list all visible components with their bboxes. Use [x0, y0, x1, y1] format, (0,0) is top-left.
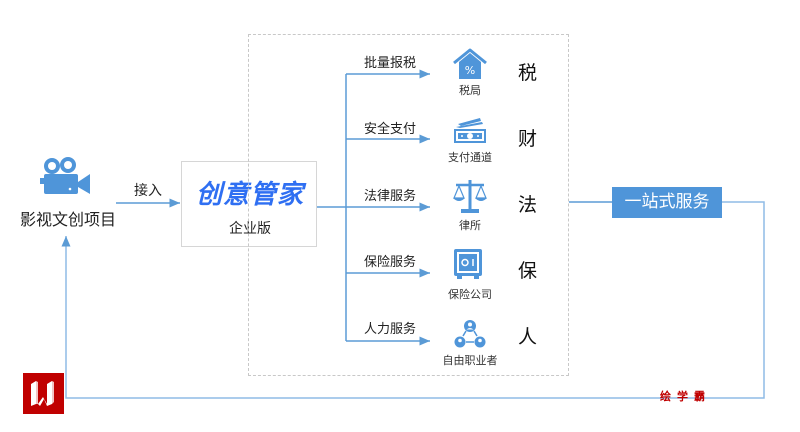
money-bill-icon [454, 118, 486, 143]
w-logo-icon [31, 381, 54, 406]
icon-label-pay: 支付通道 [448, 151, 492, 164]
connect-label: 接入 [134, 183, 162, 199]
return-loop-line [61, 201, 765, 399]
icon-label-ins: 保险公司 [448, 288, 492, 301]
scales-icon [453, 180, 487, 213]
logo [23, 373, 64, 414]
brand-subtitle: 企业版 [229, 221, 271, 237]
safe-icon [454, 249, 482, 279]
watermark: 绘学霸 [660, 390, 711, 403]
onestop-service-box: 一站式服务 [612, 187, 722, 218]
people-network-icon [454, 320, 486, 348]
service-label-hr: 人力服务 [364, 322, 417, 337]
service-label-law: 法律服务 [364, 189, 417, 204]
service-label-pay: 安全支付 [364, 122, 417, 137]
brand-title: 创意管家 [195, 180, 304, 210]
tax-house-icon: % [453, 48, 487, 79]
service-label-ins: 保险服务 [364, 255, 417, 270]
char-people: 人 [518, 326, 538, 348]
services-container [248, 34, 569, 376]
icon-label-hr: 自由职业者 [442, 354, 498, 367]
source-node [40, 156, 94, 196]
svg-text:%: % [465, 64, 475, 77]
char-law: 法 [518, 194, 538, 216]
icon-label-tax: 税局 [459, 84, 481, 97]
char-insurance: 保 [518, 260, 538, 282]
movie-camera-icon [40, 157, 90, 194]
icon-label-law: 律所 [459, 219, 481, 232]
source-label: 影视文创项目 [19, 210, 116, 229]
char-tax: 税 [518, 62, 538, 84]
service-label-tax: 批量报税 [364, 56, 417, 71]
char-finance: 财 [518, 128, 538, 150]
brand-box: 创意管家 企业版 [181, 161, 317, 247]
